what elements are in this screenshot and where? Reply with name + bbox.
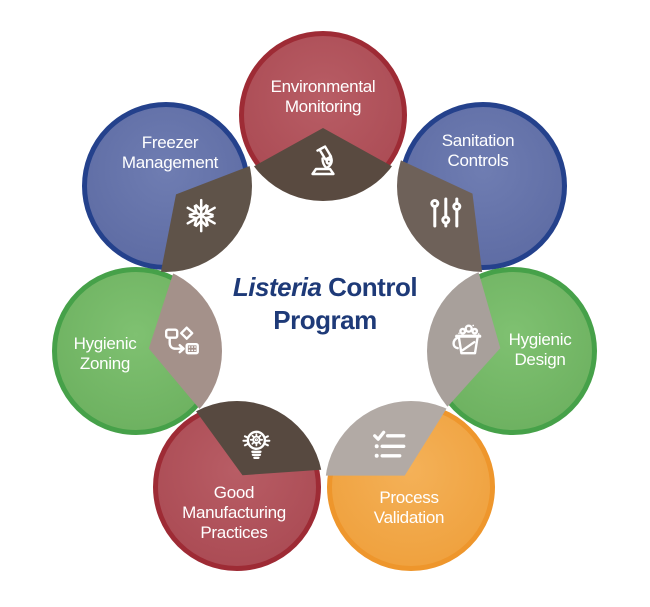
bucket-icon [452, 324, 482, 355]
hygienic-zoning-wedge [148, 265, 222, 429]
sanitation-controls-wedge [397, 149, 486, 272]
microscope-icon [311, 145, 335, 176]
center-title: Listeria Control Program [175, 271, 475, 337]
checklist-icon [373, 430, 406, 458]
center-title-line2: Program [273, 305, 377, 335]
center-title-italic: Listeria [232, 272, 322, 302]
snowflake-icon [186, 198, 216, 233]
center-title-rest: Control [321, 272, 418, 302]
flowchart-icon [164, 326, 199, 355]
process-validation-wedge [325, 401, 461, 476]
sliders-icon [430, 197, 462, 228]
good-manufacturing-practices-wedge [180, 401, 323, 476]
hygienic-design-wedge [427, 265, 501, 427]
environmental-monitoring-wedge [237, 128, 409, 201]
lightbulb-gear-icon [242, 430, 271, 459]
